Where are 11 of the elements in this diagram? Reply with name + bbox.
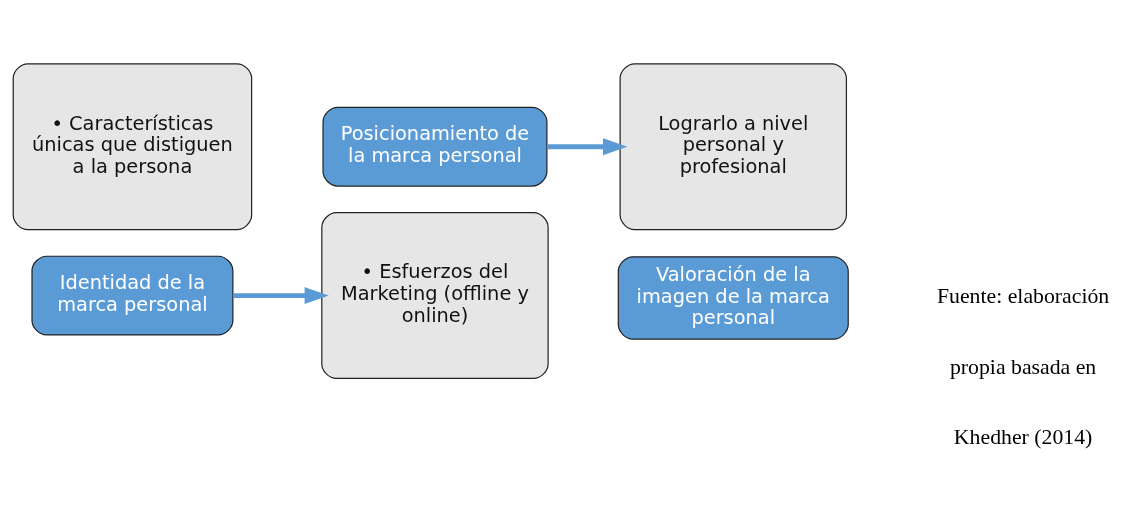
node-box: Posicionamiento de la marca personal xyxy=(322,106,548,187)
label: Khedher (2014) xyxy=(953,424,1093,449)
node-box: Lograrlo a nivel personal y profesional xyxy=(619,62,847,230)
node-box: Valoración de la imagen de la marca personal xyxy=(617,255,849,340)
node-box: • Características únicas que distiguen a la persona xyxy=(12,62,253,230)
node-box: • Esfuerzos del Marketing (offline y online) xyxy=(321,211,549,379)
arrow xyxy=(547,137,628,155)
label: Fuente: elaboración xyxy=(936,283,1110,308)
node-box: Identidad de la marca personal xyxy=(31,255,234,335)
label: propia basada en xyxy=(949,354,1097,379)
arrow xyxy=(233,286,329,304)
